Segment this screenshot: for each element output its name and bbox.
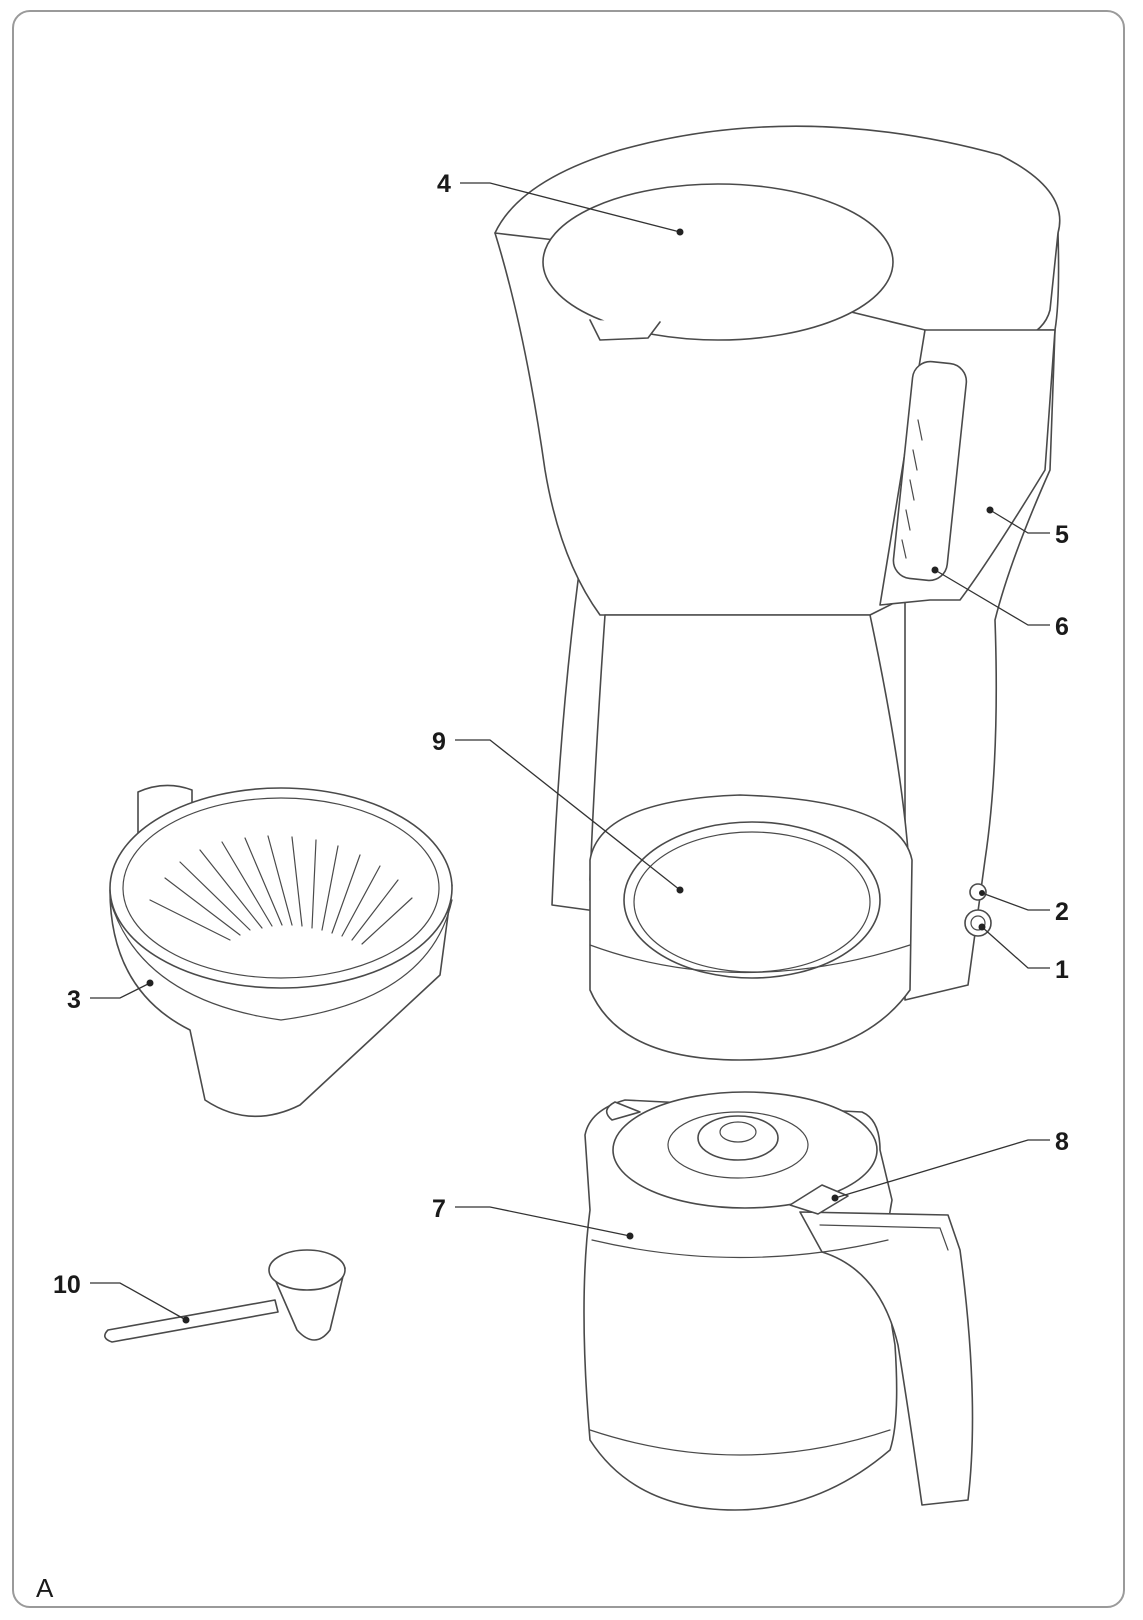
jug-lid-knob <box>697 1115 779 1161</box>
filter-band <box>109 899 453 1021</box>
jug <box>583 1091 974 1511</box>
part-labels: 4 5 6 9 2 1 3 8 7 10 <box>53 170 1069 1299</box>
label-7: 7 <box>432 1195 446 1223</box>
label-5: 5 <box>1055 521 1069 549</box>
label-4: 4 <box>437 170 451 198</box>
warming-plate-outer <box>623 821 881 979</box>
label-1: 1 <box>1055 956 1069 984</box>
jug-spout <box>605 1101 641 1121</box>
label-3: 3 <box>67 986 81 1014</box>
filter-ribs <box>149 835 413 945</box>
figure-label: A <box>36 1573 54 1603</box>
base-contour <box>589 944 911 974</box>
label-10: 10 <box>53 1271 81 1299</box>
lid-tab <box>589 319 661 341</box>
figure-frame <box>12 10 1125 1608</box>
measuring-spoon <box>104 1249 346 1343</box>
filter-holder <box>109 784 453 1118</box>
switch-button-lower-inner <box>970 915 986 931</box>
leader-lines <box>90 182 1050 1324</box>
jug-handle <box>799 1211 974 1506</box>
label-8: 8 <box>1055 1128 1069 1156</box>
label-9: 9 <box>432 728 446 756</box>
jug-band <box>591 1239 889 1259</box>
water-gauge-window <box>892 360 968 582</box>
jug-lid-knob-top <box>719 1121 757 1143</box>
jug-lid-button <box>789 1184 849 1215</box>
jug-lid-ring <box>667 1111 809 1179</box>
machine-lid <box>542 183 894 341</box>
filter-rim-inner <box>122 797 440 979</box>
gauge-marks <box>901 419 923 559</box>
jug-handle-top <box>819 1224 949 1251</box>
jug-bottom-contour <box>589 1429 891 1456</box>
label-6: 6 <box>1055 613 1069 641</box>
label-2: 2 <box>1055 898 1069 926</box>
spoon-handle <box>104 1299 279 1343</box>
spoon-rim <box>268 1249 346 1291</box>
filter-rim <box>109 787 453 989</box>
coffee-machine <box>494 125 1061 1061</box>
